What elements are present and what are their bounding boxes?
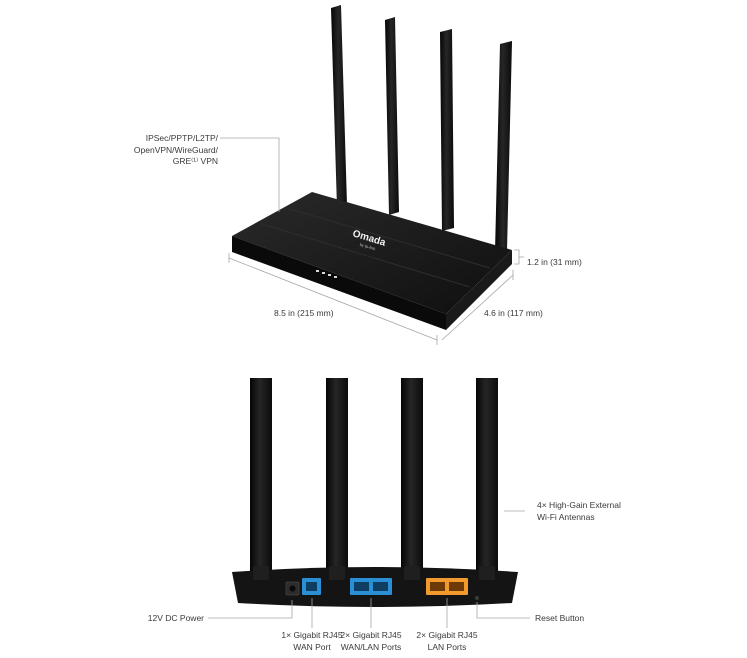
router-antenna-icon xyxy=(401,378,423,590)
brand-logo-sub: by tp-link xyxy=(359,242,376,251)
dimension-lines xyxy=(220,137,524,345)
router-top-surface xyxy=(232,192,512,314)
router-rear-view xyxy=(208,378,530,628)
wanlan-port-label: 2× Gigabit RJ45 WAN/LAN Ports xyxy=(340,630,402,652)
antennas-label: 4× High-Gain External Wi-Fi Antennas xyxy=(537,500,621,522)
reset-hole-icon xyxy=(475,596,479,600)
router-antenna-icon xyxy=(250,378,272,590)
router-antenna-icon xyxy=(440,29,454,231)
width-label: 8.5 in (215 mm) xyxy=(274,308,334,318)
rear-callout-lines xyxy=(208,510,530,628)
wan-port-label: 1× Gigabit RJ45 WAN Port xyxy=(281,630,343,652)
reset-label: Reset Button xyxy=(535,613,585,623)
router-antenna-icon xyxy=(385,17,399,215)
router-antenna-icon xyxy=(331,5,347,208)
status-led-icon xyxy=(316,270,337,278)
wanlan-port-icon xyxy=(350,578,392,595)
power-label: 12V DC Power xyxy=(147,613,204,623)
lan-port-icon xyxy=(426,578,468,595)
vpn-label: IPSec/PPTP/L2TP/ OpenVPN/WireGuard/ GRE⁽… xyxy=(133,133,218,166)
power-jack-icon xyxy=(285,581,300,596)
router-antenna-icon xyxy=(476,378,498,590)
router-antenna-icon xyxy=(326,378,348,590)
router-antenna-icon xyxy=(495,41,512,252)
depth-label: 4.6 in (117 mm) xyxy=(484,308,543,318)
router-side-face xyxy=(446,250,512,330)
lan-port-label: 2× Gigabit RJ45 LAN Ports xyxy=(416,630,478,652)
router-top-view: Omada by tp-link xyxy=(220,5,524,345)
height-label: 1.2 in (31 mm) xyxy=(527,257,582,267)
wan-port-icon xyxy=(302,578,321,595)
router-front-face xyxy=(232,236,446,330)
